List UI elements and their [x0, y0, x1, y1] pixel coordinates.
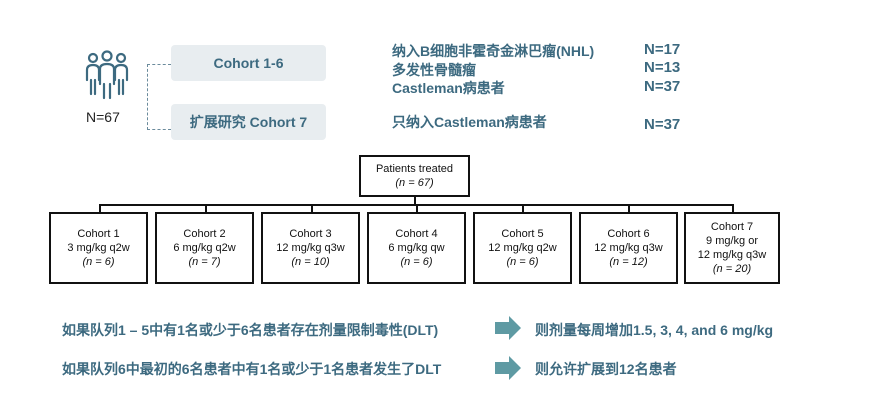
cohort-name: Cohort 7 [710, 221, 754, 233]
cohort-n: (n = 7) [188, 256, 221, 268]
n-mm: N=13 [644, 59, 681, 76]
cohort-dose: 6 mg/kg qw [388, 242, 445, 254]
root-box: Patients treated (n = 67) [359, 155, 470, 197]
cohort-name: Cohort 3 [289, 228, 332, 240]
trunk-line [414, 197, 416, 205]
drop-5 [522, 204, 524, 213]
drop-6 [628, 204, 630, 213]
connector-top [147, 64, 171, 65]
people-group-icon [85, 50, 129, 100]
cohort-dose-2: 12 mg/kg q3w [697, 249, 767, 261]
cohort-dose: 12 mg/kg q3w [594, 242, 663, 254]
enroll-mm: 多发性骨髓瘤 [392, 62, 476, 78]
total-n: N=67 [86, 109, 120, 125]
drop-2 [205, 204, 207, 213]
drop-7 [732, 204, 734, 213]
cohort-1-6-pill: Cohort 1-6 [171, 45, 326, 81]
drop-3 [311, 204, 313, 213]
right-arrow-icon [495, 356, 521, 380]
cohort-dose: 3 mg/kg q2w [67, 242, 130, 254]
cohort-n: (n = 6) [400, 256, 433, 268]
n-nhl: N=17 [644, 41, 681, 58]
cohort-7-box: Cohort 7 9 mg/kg or 12 mg/kg q3w (n = 20… [684, 212, 780, 284]
cohort-name: Cohort 4 [395, 228, 438, 240]
cohort-name: Cohort 2 [183, 228, 226, 240]
n-expansion: N=37 [644, 116, 681, 133]
cohort-name: Cohort 5 [501, 228, 544, 240]
cohort-dose: 12 mg/kg q2w [488, 242, 557, 254]
root-title: Patients treated [375, 163, 454, 175]
root-n: (n = 67) [395, 177, 434, 189]
cohort-dose: 12 mg/kg q3w [276, 242, 345, 254]
rule-1-condition: 如果队列1 – 5中有1名或少于6名患者存在剂量限制毒性(DLT) [62, 322, 439, 338]
enroll-castleman: Castleman病患者 [392, 80, 505, 96]
cohort-4-box: Cohort 4 6 mg/kg qw (n = 6) [367, 212, 466, 284]
cohort-n: (n = 12) [609, 256, 648, 268]
connector-vertical [147, 64, 148, 130]
cohort-name: Cohort 6 [607, 228, 650, 240]
rule-1-result: 则剂量每周增加1.5, 3, 4, and 6 mg/kg [535, 322, 774, 338]
cohort-n: (n = 20) [712, 263, 752, 275]
cohort-dose: 9 mg/kg or [706, 235, 758, 247]
cohort-n: (n = 6) [82, 256, 115, 268]
enroll-nhl: 纳入B细胞非霍奇金淋巴瘤(NHL) [392, 43, 595, 59]
cohort-6-box: Cohort 6 12 mg/kg q3w (n = 12) [579, 212, 678, 284]
cohort-5-box: Cohort 5 12 mg/kg q2w (n = 6) [473, 212, 572, 284]
cohort-3-box: Cohort 3 12 mg/kg q3w (n = 10) [261, 212, 360, 284]
cohort-dose: 6 mg/kg q2w [173, 242, 236, 254]
n-castleman: N=37 [644, 78, 681, 95]
cohort-name: Cohort 1 [77, 228, 120, 240]
right-arrow-icon [495, 316, 521, 340]
cohort-2-box: Cohort 2 6 mg/kg q2w (n = 7) [155, 212, 254, 284]
cohort-1-box: Cohort 1 3 mg/kg q2w (n = 6) [49, 212, 148, 284]
expansion-text: 只纳入Castleman病患者 [392, 114, 547, 130]
drop-4 [416, 204, 418, 213]
cohort-n: (n = 10) [291, 256, 330, 268]
rule-2-result: 则允许扩展到12名患者 [535, 361, 677, 377]
cohort-7-pill: 扩展研究 Cohort 7 [171, 104, 326, 140]
drop-1 [99, 204, 101, 213]
cohort-n: (n = 6) [506, 256, 539, 268]
rule-2-condition: 如果队列6中最初的6名患者中有1名或少于1名患者发生了DLT [62, 361, 442, 377]
connector-bottom [147, 129, 171, 130]
